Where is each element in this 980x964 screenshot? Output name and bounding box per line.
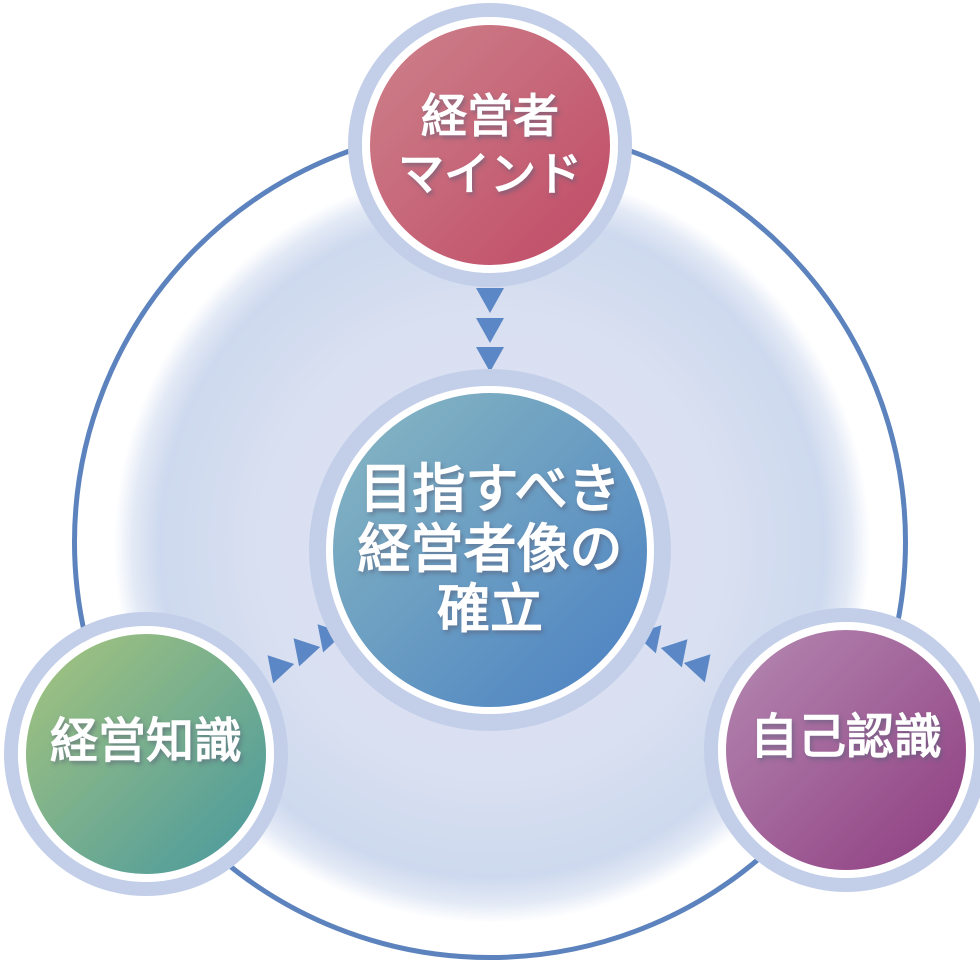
node-top-manager-mind: 経営者 マインド <box>362 17 618 273</box>
arrow-down-icon <box>476 288 504 313</box>
node-top-label-line: マインド <box>398 148 582 200</box>
node-left-label: 経営知識 <box>26 622 266 862</box>
node-top-label: 経営者 マインド <box>370 25 610 265</box>
node-right-label-line: 自己認識 <box>749 711 942 764</box>
node-left-management-knowledge: 経営知識 <box>18 626 274 882</box>
node-right-self-awareness: 自己認識 <box>718 622 974 878</box>
node-center-label-line: 経営者像の <box>357 520 623 579</box>
arrow-down-icon <box>476 347 504 372</box>
node-center-label: 目指すべき 経営者像の 確立 <box>333 393 647 707</box>
node-center-label-line: 目指すべき <box>359 460 621 519</box>
node-center-goal: 目指すべき 経営者像の 確立 <box>326 386 654 714</box>
node-right-label: 自己認識 <box>726 618 966 858</box>
arrow-down-icon <box>476 318 504 343</box>
node-center-label-line: 確立 <box>437 580 543 639</box>
node-top-label-line: 経営者 <box>421 90 559 142</box>
node-left-label-line: 経営知識 <box>49 715 242 768</box>
